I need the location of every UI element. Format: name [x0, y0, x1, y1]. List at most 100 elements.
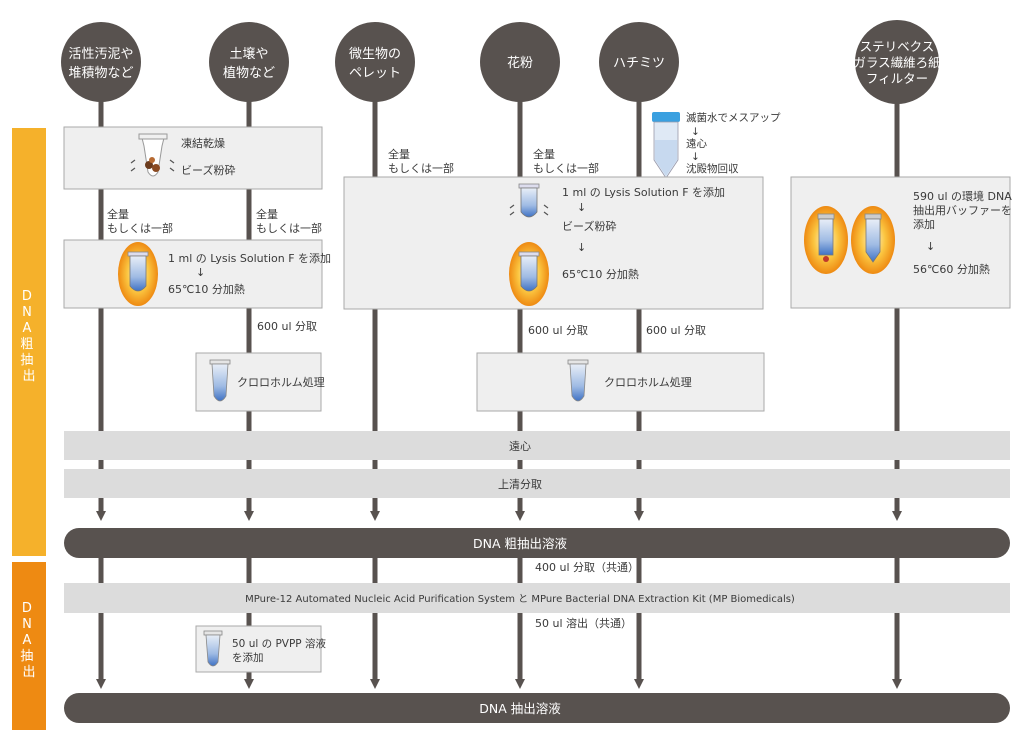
svg-text:凍結乾燥ビーズ粉砕: 凍結乾燥ビーズ粉砕 [181, 136, 235, 177]
source-soil-line1: 土壌や [229, 47, 268, 62]
filter-line1: 590 ul の環境 DNA [913, 189, 1012, 203]
svg-text:1 ml の Lysis Solution F を添加↓ビー: 1 ml の Lysis Solution F を添加 ↓ ビーズ粉砕 ↓ 65℃10 … [562, 185, 725, 281]
side-crude-char-1: N [22, 305, 32, 320]
side-label-extract: D N A 抽 出 [12, 562, 46, 730]
side-crude-char-4: 抽 [20, 353, 33, 368]
svg-text:活性汚泥や堆積物など: 活性汚泥や堆積物など [68, 47, 133, 81]
lysis-mid-line1: 1 ml の Lysis Solution F を添加 [562, 185, 725, 199]
source-honey: ハチミツ [599, 22, 679, 102]
svg-text:花粉: 花粉 [507, 55, 533, 71]
side-extract-char-3: 抽 [20, 649, 33, 664]
source-sludge: 活性汚泥や堆積物など [61, 22, 141, 102]
amount-label-1: 全量もしくは一部 [107, 207, 173, 235]
final-dna-bar: DNA 抽出溶液 [64, 693, 1010, 723]
split-label-honey: 600 ul 分取 [646, 324, 706, 337]
honey-step2: 遠心 [686, 137, 707, 150]
chloroform-box-mid: クロロホルム処理 [476, 352, 765, 412]
pvpp-box: 50 ul の PVPP 溶液を添加 [195, 625, 326, 673]
lysis-left-line1: 1 ml の Lysis Solution F を添加 [168, 251, 331, 265]
lysis-mid-arrow2: ↓ [577, 241, 586, 254]
chloroform-box-left: クロロホルム処理 [195, 352, 325, 412]
lysis-left-line2: 65℃10 分加熱 [168, 283, 245, 296]
lysis-mid-line2: ビーズ粉砕 [562, 219, 616, 233]
bead-tube-blue-icon [509, 183, 549, 218]
side-crude-char-0: D [22, 289, 32, 304]
split-label-pollen: 600 ul 分取 [528, 324, 588, 337]
source-pollen-line1: 花粉 [507, 55, 533, 71]
source-pellet-line1: 微生物の [349, 47, 401, 62]
honey-arrow1: ↓ [691, 126, 700, 138]
freeze-dry-box: 凍結乾燥ビーズ粉砕 [63, 126, 323, 190]
filter-tube-icon-2 [851, 206, 895, 274]
filter-line4: 56℃60 分加熱 [913, 263, 990, 276]
chloroform-left-label: クロロホルム処理 [237, 376, 325, 389]
honey-prep: 滅菌水でメスアップ↓遠心↓沈殿物回収 [652, 112, 781, 179]
side-crude-char-3: 粗 [20, 337, 33, 352]
side-extract-char-4: 出 [22, 665, 35, 680]
pvpp-line1: 50 ul の PVPP 溶液 [232, 637, 326, 650]
svg-text:滅菌水でメスアップ↓遠心↓沈殿物回収: 滅菌水でメスアップ↓遠心↓沈殿物回収 [686, 112, 781, 175]
svg-text:50 ul の PVPP 溶液を添加: 50 ul の PVPP 溶液を添加 [232, 637, 326, 664]
centrifuge-label: 遠心 [509, 440, 531, 453]
side-crude-char-2: A [22, 321, 31, 336]
source-sludge-line1: 活性汚泥や [68, 47, 133, 62]
svg-text:土壌や植物など: 土壌や植物など [223, 47, 275, 81]
supernatant-label: 上清分取 [498, 478, 542, 491]
source-pellet-line2: ペレット [349, 66, 401, 81]
split-label-soil: 600 ul 分取 [257, 320, 317, 333]
supernatant-band: 上清分取 [64, 469, 1010, 498]
svg-text:ハチミツ: ハチミツ [613, 56, 665, 71]
source-soil: 土壌や植物など [209, 22, 289, 102]
micro-tube-icon-pvpp [203, 630, 223, 667]
filter-arrow: ↓ [926, 240, 935, 253]
elute-common-label: 50 ul 溶出（共通） [535, 616, 632, 630]
filter-tube-icon-1 [804, 206, 848, 274]
honey-step3: 沈殿物回収 [686, 162, 739, 175]
falcon-tube-icon [652, 112, 680, 179]
side-extract-char-1: N [22, 617, 32, 632]
source-pollen: 花粉 [480, 22, 560, 102]
heated-tube-icon-mid [509, 242, 549, 306]
svg-text:1 ml の Lysis Solution F を添加↓65: 1 ml の Lysis Solution F を添加↓ 65℃10 分加熱 [168, 251, 331, 296]
source-pellet: 微生物のペレット [335, 22, 415, 102]
side-extract-char-2: A [22, 633, 31, 648]
micro-tube-icon-mid [567, 359, 589, 402]
source-circles: 活性汚泥や堆積物など 土壌や植物など 微生物のペレット 花粉 ハチミツ ステリベ… [61, 20, 941, 104]
honey-arrow2: ↓ [691, 151, 700, 163]
micro-tube-icon [209, 359, 231, 402]
crude-bar-label: DNA 粗抽出溶液 [473, 536, 568, 551]
final-bar-label: DNA 抽出溶液 [479, 701, 561, 716]
side-label-extract-text: D N A 抽 出 [20, 601, 37, 680]
lysis-mid-arrow1: ↓ [577, 201, 586, 214]
source-filter-line2: ガラス繊維ろ紙 [853, 55, 941, 70]
source-sludge-line2: 堆積物など [68, 66, 133, 81]
amount-label-4: 全量もしくは一部 [533, 147, 599, 175]
amount-label-3: 全量もしくは一部 [388, 147, 454, 175]
pvpp-line2: を添加 [232, 651, 264, 664]
side-label-crude: D N A 粗 抽 出 [12, 128, 46, 556]
source-filter-line3: フィルター [866, 71, 928, 86]
lysis-box-left: 1 ml の Lysis Solution F を添加↓ 65℃10 分加熱 [63, 239, 331, 309]
source-filter: ステリベクスガラス繊維ろ紙フィルター [853, 20, 941, 104]
svg-text:微生物のペレット: 微生物のペレット [349, 47, 401, 81]
centrifuge-band: 遠心 [64, 431, 1010, 460]
source-honey-line1: ハチミツ [613, 56, 665, 71]
mpure-band: MPure-12 Automated Nucleic Acid Purifica… [64, 583, 1010, 613]
svg-text:ステリベクスガラス繊維ろ紙フィルター: ステリベクスガラス繊維ろ紙フィルター [853, 39, 941, 86]
side-label-crude-text: D N A 粗 抽 出 [20, 289, 37, 384]
heated-tube-icon [118, 242, 158, 306]
source-filter-line1: ステリベクス [860, 39, 935, 54]
lysis-left-arrow: ↓ [196, 266, 205, 279]
freeze-line2: ビーズ粉砕 [181, 163, 235, 177]
freeze-line1: 凍結乾燥 [181, 136, 225, 150]
split-common-label: 400 ul 分取（共通） [535, 561, 639, 574]
mpure-label: MPure-12 Automated Nucleic Acid Purifica… [245, 593, 795, 605]
filter-line3: 添加 [913, 217, 935, 231]
chloroform-mid-label: クロロホルム処理 [604, 376, 692, 389]
crude-dna-bar: DNA 粗抽出溶液 [64, 528, 1010, 558]
lysis-mid-line3: 65℃10 分加熱 [562, 268, 639, 281]
lysis-box-mid: 1 ml の Lysis Solution F を添加 ↓ ビーズ粉砕 ↓ 65℃10 … [343, 176, 764, 310]
side-extract-char-0: D [22, 601, 32, 616]
